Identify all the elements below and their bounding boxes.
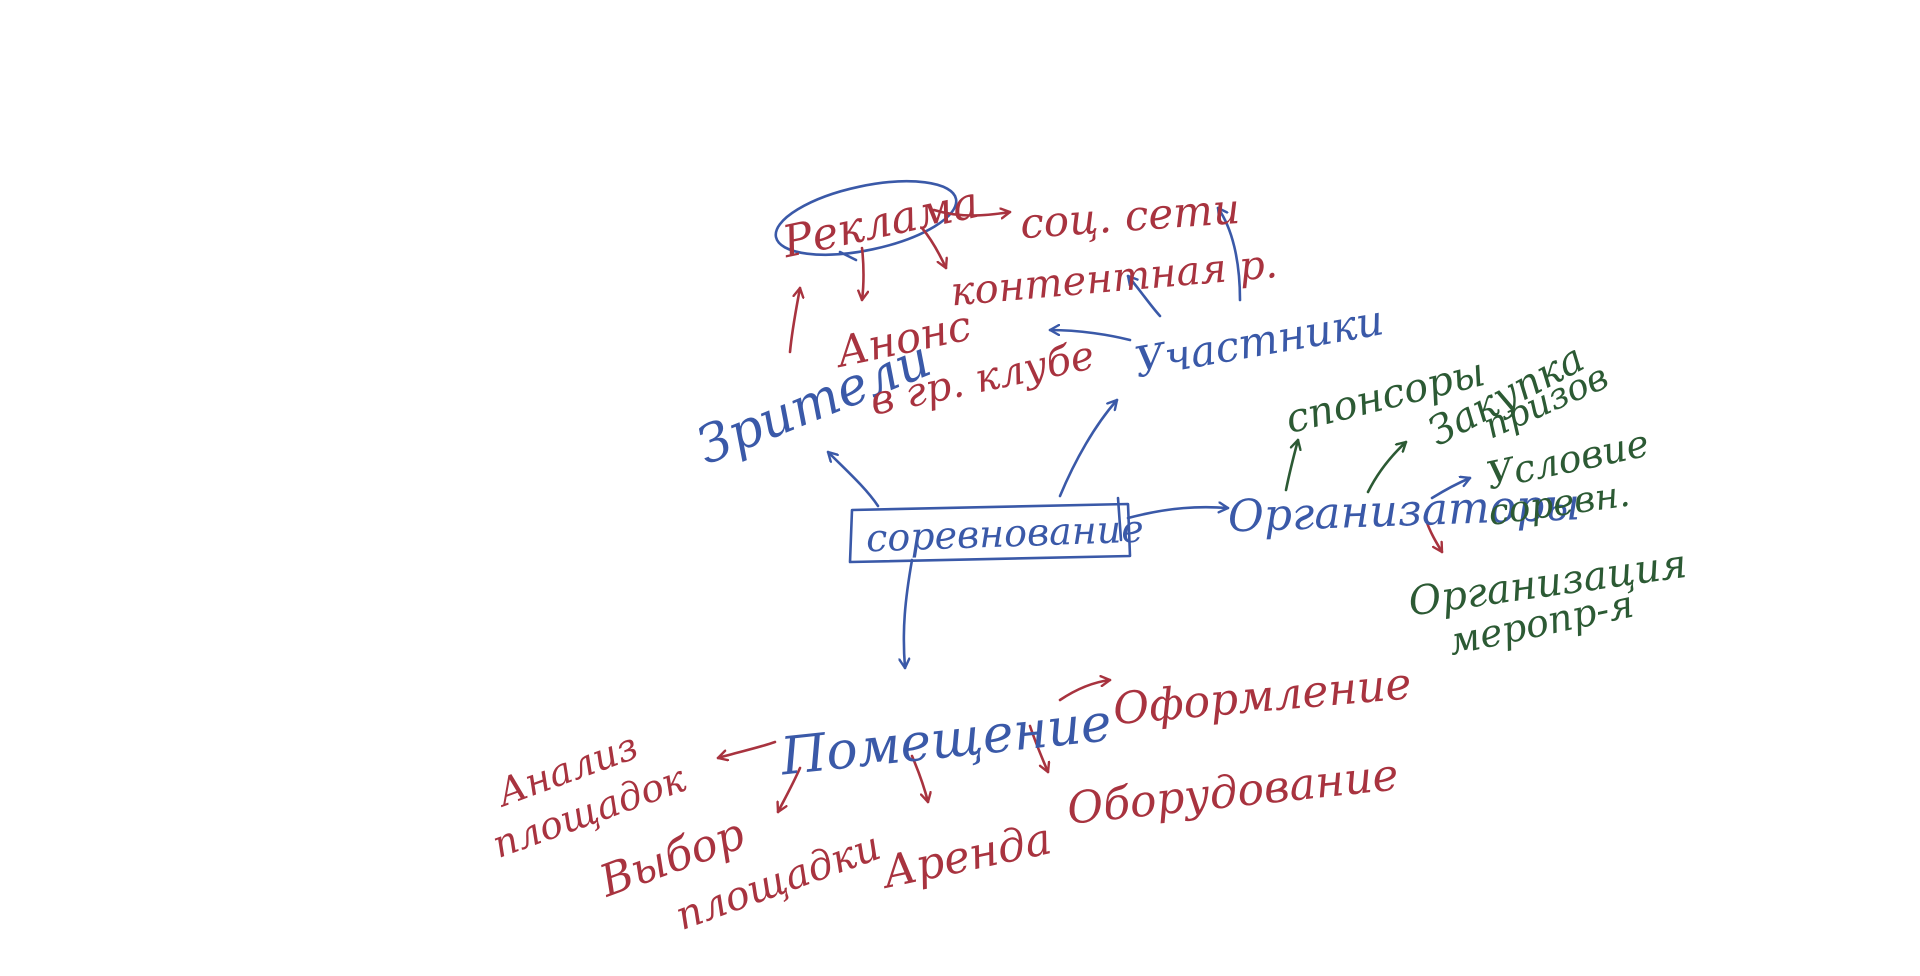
arrow-pomeshchenie-to-oformlenie — [1058, 680, 1112, 702]
arrow-organizatory-to-zakupka — [1366, 440, 1408, 494]
node-oborudovanie: Оборудование — [1065, 749, 1401, 834]
reklama-ellipse-tick — [838, 250, 858, 262]
center-box — [848, 502, 1132, 564]
arrow-pomeshchenie-to-oborudovanie — [1028, 724, 1048, 774]
arrow-uchastniki-to-kontent — [1126, 274, 1162, 318]
arrow-uchastniki-to-anons — [1048, 330, 1132, 342]
node-oformlenie: Оформление — [1111, 658, 1413, 735]
node-pomeshchenie: Помещение — [777, 693, 1114, 787]
node-reklama: Реклама — [777, 177, 983, 268]
arrow-uchastniki-to-soc-seti — [1216, 206, 1242, 302]
node-arenda: Аренда — [875, 813, 1055, 899]
reklama-highlight-ellipse — [774, 180, 958, 256]
arrow-organizatory-to-sponsory — [1284, 438, 1298, 492]
center-label: соревнование — [865, 507, 1144, 561]
arrow-center-to-organizatory — [1126, 507, 1230, 520]
arrow-pomeshchenie-to-vybor — [778, 766, 802, 814]
arrow-zriteli-to-reklama — [788, 286, 800, 354]
arrow-organizatory-to-organizaciya — [1424, 518, 1444, 554]
node-organizatory: Организаторы — [1227, 479, 1581, 542]
arrow-reklama-to-kontent — [920, 226, 946, 270]
node-soc-seti: соц. сети — [1018, 184, 1241, 248]
arrow-reklama-to-soc-seti — [932, 210, 1012, 216]
arrow-pomeshchenie-to-arenda — [910, 754, 928, 804]
node-kontent: контентная р. — [949, 241, 1280, 315]
arrow-reklama-to-anons — [862, 246, 864, 302]
center-box-tick — [1116, 496, 1123, 542]
arrow-organizatory-to-uslovie — [1430, 478, 1472, 500]
arrow-center-to-uchastniki — [1058, 398, 1119, 498]
node-uchastniki: Участники — [1131, 295, 1387, 387]
arrow-center-to-zriteli — [826, 450, 880, 508]
arrow-pomeshchenie-to-analiz — [716, 740, 777, 758]
arrow-center-to-pomeshchenie — [904, 558, 914, 670]
